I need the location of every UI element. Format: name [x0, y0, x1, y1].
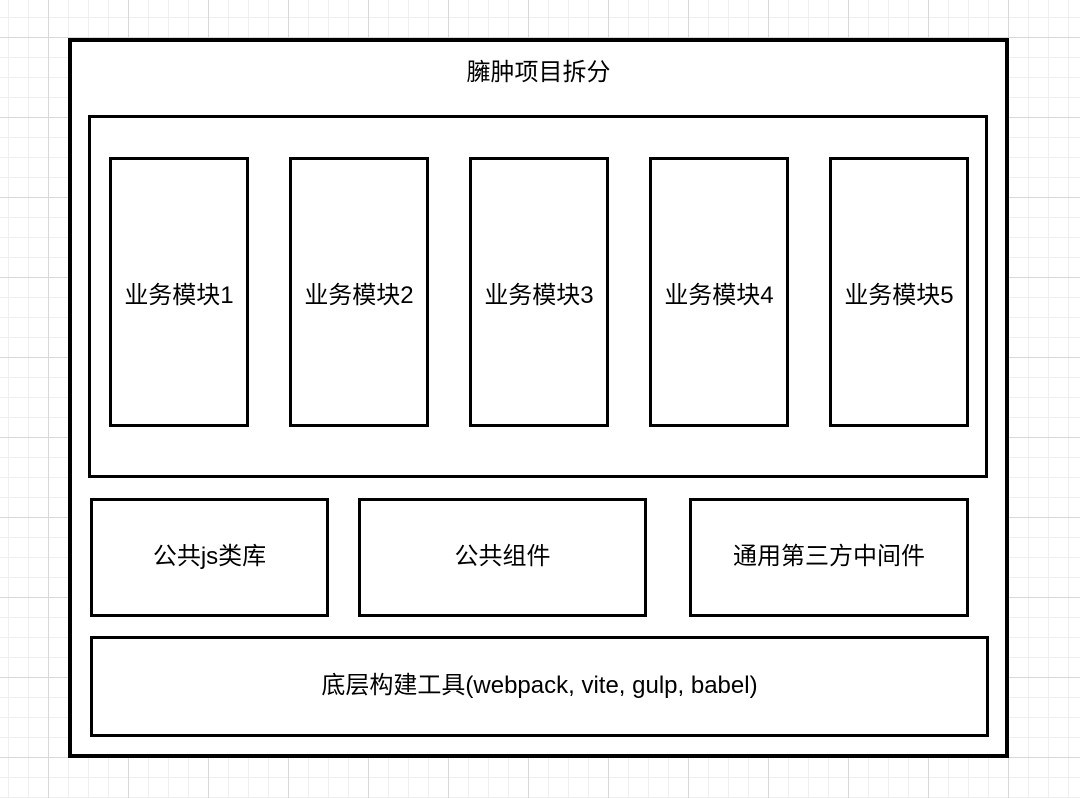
third-party-middleware-label: 通用第三方中间件 [733, 543, 925, 571]
module-label-1: 业务模块1 [124, 281, 234, 309]
shared-components-label: 公共组件 [454, 543, 551, 571]
module-box-2[interactable]: 业务模块2 [289, 157, 429, 427]
module-box-5[interactable]: 业务模块5 [829, 157, 969, 427]
module-label-2: 业务模块2 [304, 281, 414, 309]
module-label-4: 业务模块4 [664, 281, 774, 309]
business-modules-container-shape[interactable]: 业务模块1 业务模块2 业务模块3 业务模块4 业务模块5 [88, 115, 988, 478]
project-group-shape[interactable]: 臃肿项目拆分 业务模块1 业务模块2 业务模块3 业务模块4 业务模块5 公共j… [68, 38, 1009, 758]
build-tools-box[interactable]: 底层构建工具(webpack, vite, gulp, babel) [90, 636, 989, 737]
module-box-1[interactable]: 业务模块1 [109, 157, 249, 427]
shared-js-library-box[interactable]: 公共js类库 [90, 498, 329, 617]
diagram-title: 臃肿项目拆分 [466, 59, 611, 86]
module-box-3[interactable]: 业务模块3 [469, 157, 609, 427]
shared-js-library-label: 公共js类库 [152, 543, 267, 571]
module-box-4[interactable]: 业务模块4 [649, 157, 789, 427]
module-label-5: 业务模块5 [844, 281, 954, 309]
module-label-3: 业务模块3 [484, 281, 594, 309]
third-party-middleware-box[interactable]: 通用第三方中间件 [689, 498, 969, 617]
build-tools-label: 底层构建工具(webpack, vite, gulp, babel) [321, 672, 758, 700]
shared-components-box[interactable]: 公共组件 [358, 498, 647, 617]
